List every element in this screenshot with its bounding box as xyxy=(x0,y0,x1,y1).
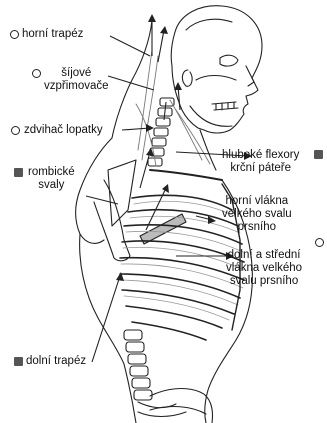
clavicle xyxy=(150,170,222,180)
label-upper-trapezius: horní trapéz xyxy=(22,28,83,41)
marker-upper-trapezius xyxy=(10,30,19,39)
shoulder-outline xyxy=(76,138,113,243)
label-erector-spinae: šíjové vzpřimovače xyxy=(44,67,109,93)
label-pec-lower-middle: dolní a střední vlákna velkého svalu prs… xyxy=(226,249,302,288)
teeth xyxy=(212,102,238,110)
skull-outline xyxy=(171,6,262,133)
hip-line xyxy=(150,407,206,414)
label-rhomboids: rombické svaly xyxy=(28,166,75,192)
marker-lower-trapezius xyxy=(14,357,23,366)
cheekbone xyxy=(196,76,236,81)
marker-deep-neck-flexors xyxy=(314,150,323,159)
label-deep-neck-flexors: hluboké flexory krční páteře xyxy=(222,149,299,175)
marker-levator-scapulae xyxy=(11,126,20,135)
marker-rhomboids xyxy=(14,168,23,177)
back-outline xyxy=(80,234,136,423)
skull-suture xyxy=(186,19,232,30)
label-levator-scapulae: zdvihač lopatky xyxy=(24,124,103,137)
label-lower-trapezius: dolní trapéz xyxy=(26,355,86,368)
eye-socket xyxy=(220,55,238,66)
marker-erector-spinae xyxy=(32,69,41,78)
ear xyxy=(182,70,192,86)
lower-spine xyxy=(124,330,186,417)
label-pec-upper: horní vlákna velkého svalu prsního xyxy=(222,195,292,234)
scapula xyxy=(108,160,136,226)
cervical-spine xyxy=(148,98,174,166)
neck-muscles xyxy=(136,50,210,166)
marker-pec-lower-middle xyxy=(315,238,324,247)
pelvis-outline xyxy=(150,389,213,423)
